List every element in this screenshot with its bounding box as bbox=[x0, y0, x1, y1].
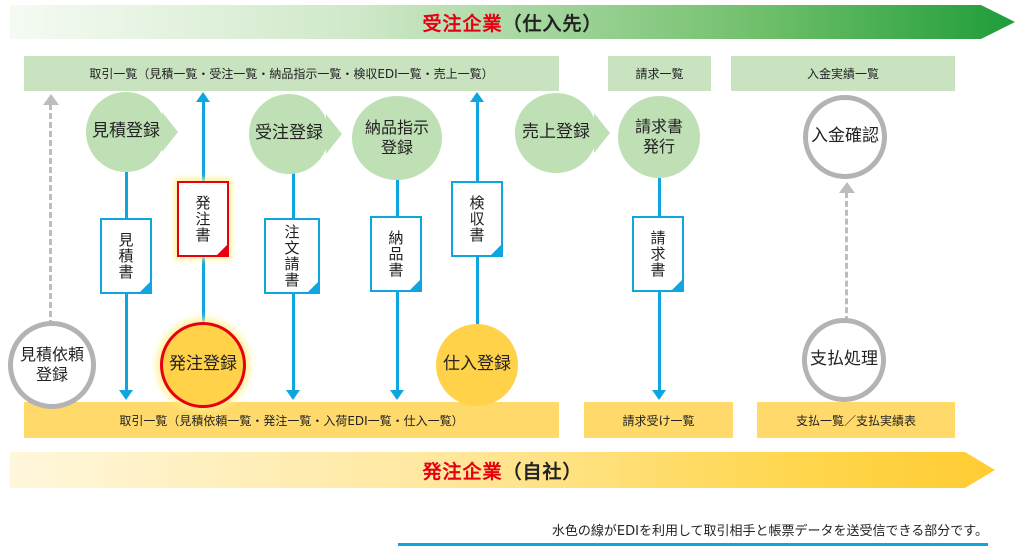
step-order-registration-label: 発注登録 bbox=[169, 354, 237, 375]
step-payment-processing[interactable]: 支払処理 bbox=[802, 318, 886, 402]
step-invoice-issue-label-line1: 請求書 bbox=[634, 117, 683, 136]
step-order-receipt-registration-pointer bbox=[326, 114, 342, 154]
document-order-acknowledgment[interactable]: 注文請書 bbox=[264, 218, 320, 294]
step-estimate-registration-pointer bbox=[162, 112, 178, 152]
supplier-banner: 受注企業 （仕入先） bbox=[10, 5, 1015, 39]
document-invoice[interactable]: 請求書 bbox=[632, 216, 684, 292]
step-delivery-instruction-registration[interactable]: 納品指示 登録 bbox=[352, 96, 442, 180]
edi-arrowhead-inspection bbox=[470, 92, 484, 102]
document-order-label: 発注書 bbox=[193, 195, 212, 243]
document-delivery-note[interactable]: 納品書 bbox=[370, 216, 422, 292]
step-sales-registration[interactable]: 売上登録 bbox=[515, 93, 597, 173]
step-sales-registration-label: 売上登録 bbox=[522, 122, 590, 143]
buyer-banner-title: 発注企業 （自社） bbox=[10, 452, 995, 488]
step-order-receipt-registration[interactable]: 受注登録 bbox=[249, 94, 329, 174]
buyer-banner-title-sub: （自社） bbox=[502, 460, 583, 483]
document-invoice-label: 請求書 bbox=[648, 230, 667, 278]
buyer-invoice-received-bar[interactable]: 請求受け一覧 bbox=[584, 402, 733, 438]
buyer-transaction-list-bar[interactable]: 取引一覧（見積依頼一覧・発注一覧・入荷EDI一覧・仕入一覧） bbox=[24, 402, 559, 438]
step-invoice-issue-label-line2: 発行 bbox=[642, 137, 675, 156]
document-inspection-label: 検収書 bbox=[467, 195, 486, 243]
edi-arrowhead-delivery bbox=[390, 390, 404, 400]
supplier-banner-title: 受注企業 （仕入先） bbox=[10, 5, 1015, 39]
step-delivery-instruction-label-line2: 登録 bbox=[380, 138, 413, 157]
supplier-invoice-list-bar[interactable]: 請求一覧 bbox=[608, 56, 711, 91]
document-order-acknowledgment-fold-icon bbox=[308, 282, 318, 292]
step-order-registration[interactable]: 発注登録 bbox=[160, 322, 246, 408]
step-estimate-request-label-line2: 登録 bbox=[35, 365, 68, 384]
document-order-acknowledgment-label: 注文請書 bbox=[282, 224, 301, 288]
edi-arrowhead-invoice bbox=[652, 390, 666, 400]
step-estimate-request-label-line1: 見積依頼 bbox=[19, 345, 84, 364]
step-estimate-request-registration[interactable]: 見積依頼 登録 bbox=[8, 321, 96, 409]
step-invoice-issue-label: 請求書 発行 bbox=[635, 117, 683, 157]
supplier-banner-title-sub: （仕入先） bbox=[502, 12, 603, 35]
document-estimate-label: 見積書 bbox=[116, 232, 135, 280]
step-invoice-issue[interactable]: 請求書 発行 bbox=[618, 96, 700, 178]
edi-arrowhead-estimate bbox=[119, 390, 133, 400]
step-delivery-instruction-label-line1: 納品指示 bbox=[364, 118, 429, 137]
supplier-banner-title-main: 受注企業 bbox=[422, 12, 503, 35]
supplier-payment-record-bar[interactable]: 入金実績一覧 bbox=[731, 56, 955, 91]
supplier-transaction-list-bar[interactable]: 取引一覧（見積一覧・受注一覧・納品指示一覧・検収EDI一覧・売上一覧） bbox=[24, 56, 559, 91]
step-order-receipt-registration-label: 受注登録 bbox=[255, 123, 323, 144]
buyer-payment-list-bar[interactable]: 支払一覧／支払実績表 bbox=[757, 402, 955, 438]
manual-flow-line-payment bbox=[845, 192, 848, 322]
document-delivery-note-fold-icon bbox=[410, 280, 420, 290]
step-payment-processing-label: 支払処理 bbox=[810, 349, 878, 370]
document-estimate-fold-icon bbox=[140, 282, 150, 292]
step-delivery-instruction-label: 納品指示 登録 bbox=[365, 118, 429, 158]
manual-flow-arrowhead-estimate-request bbox=[43, 94, 59, 105]
edi-arrowhead-order-ack bbox=[286, 390, 300, 400]
step-payment-confirmation[interactable]: 入金確認 bbox=[803, 95, 887, 179]
manual-flow-arrowhead-payment bbox=[839, 182, 855, 193]
buyer-banner: 発注企業 （自社） bbox=[10, 452, 995, 488]
edi-arrowhead-order bbox=[196, 92, 210, 102]
document-inspection[interactable]: 検収書 bbox=[451, 181, 503, 257]
document-delivery-note-label: 納品書 bbox=[386, 230, 405, 278]
step-purchase-registration[interactable]: 仕入登録 bbox=[436, 324, 518, 406]
step-sales-registration-pointer bbox=[594, 113, 610, 153]
edi-legend-note: 水色の線がEDIを利用して取引相手と帳票データを送受信できる部分です。 bbox=[551, 524, 988, 539]
step-estimate-registration-label: 見積登録 bbox=[92, 121, 160, 142]
document-order-fold-icon bbox=[217, 245, 227, 255]
step-estimate-registration[interactable]: 見積登録 bbox=[86, 92, 166, 172]
step-payment-confirmation-label: 入金確認 bbox=[811, 126, 879, 147]
step-estimate-request-label: 見積依頼 登録 bbox=[20, 345, 84, 385]
document-inspection-fold-icon bbox=[491, 245, 501, 255]
step-purchase-registration-label: 仕入登録 bbox=[443, 354, 511, 375]
buyer-banner-title-main: 発注企業 bbox=[422, 460, 503, 483]
edi-legend-underline bbox=[398, 543, 988, 546]
document-estimate[interactable]: 見積書 bbox=[100, 218, 152, 294]
document-invoice-fold-icon bbox=[672, 280, 682, 290]
manual-flow-line-estimate-request bbox=[49, 104, 52, 326]
document-order[interactable]: 発注書 bbox=[177, 181, 229, 257]
